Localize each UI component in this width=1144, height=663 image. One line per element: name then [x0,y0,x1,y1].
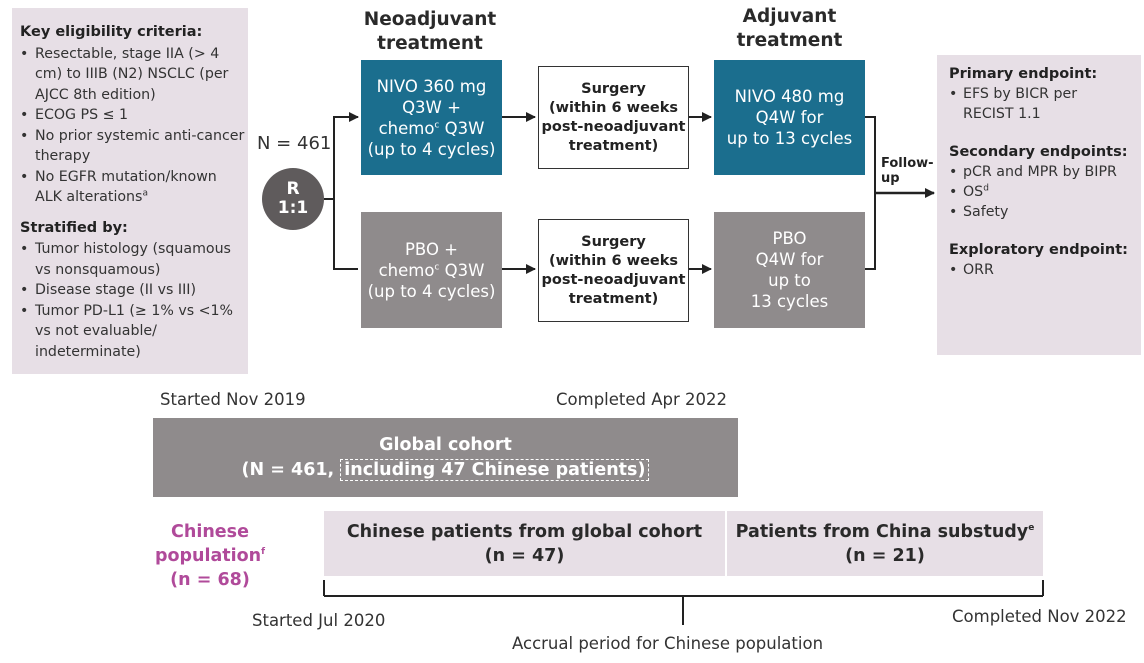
china-substudy-bar: Patients from China substudye (n = 21) [727,511,1043,576]
secondary-endpoint-list: pCR and MPR by BIPR OSd Safety [937,162,1141,222]
global-cohort-title: Global cohort [379,434,512,455]
global-cohort-including: including 47 Chinese patients) [340,458,650,481]
followup-label: Follow- up [881,156,934,186]
nivo-neoadjuvant-box: NIVO 360 mg Q3W + chemoc Q3W (up to 4 cy… [361,60,502,175]
eligibility-item: No prior systemic anti-cancer therapy [20,126,248,167]
endpoint-item: ORR [949,260,1141,280]
eligibility-item: No EGFR mutation/known ALK alterationsa [20,167,248,208]
pbo-neoadjuvant-box: PBO + chemoc Q3W (up to 4 cycles) [361,212,502,328]
surgery-box-nivo: Surgery (within 6 weeks post-neoadjuvant… [538,66,689,169]
endpoint-item: OSd [949,182,1141,202]
neoadjuvant-header: Neoadjuvant treatment [363,9,497,54]
eligibility-item: Resectable, stage IIA (> 4 cm) to IIIB (… [20,44,248,106]
surgery-box-pbo: Surgery (within 6 weeks post-neoadjuvant… [538,219,689,322]
stratified-item: Disease stage (II vs III) [20,280,248,301]
endpoint-item: pCR and MPR by BIPR [949,162,1141,182]
accrual-period-label: Accrual period for Chinese population [512,634,824,653]
global-start-label: Started Nov 2019 [160,390,306,409]
chinese-global-cohort-bar: Chinese patients from global cohort (n =… [324,511,725,576]
stratified-item: Tumor histology (squamous vs nonsquamous… [20,239,248,280]
randomization-ratio: 1:1 [277,198,309,218]
china-start-label: Started Jul 2020 [252,611,386,630]
global-cohort-n: (N = 461, [241,459,335,480]
global-cohort-bar: Global cohort (N = 461, including 47 Chi… [153,418,738,497]
exploratory-endpoint-heading: Exploratory endpoint: [949,242,1128,258]
china-end-label: Completed Nov 2022 [952,607,1127,626]
nivo-adjuvant-box: NIVO 480 mg Q4W for up to 13 cycles [714,60,865,175]
eligibility-list: Resectable, stage IIA (> 4 cm) to IIIB (… [12,44,248,208]
stratified-list: Tumor histology (squamous vs nonsquamous… [12,239,248,362]
endpoint-item: EFS by BICR per RECIST 1.1 [949,84,1113,124]
randomization-r: R [286,179,300,199]
chinese-population-label: Chinese populationf (n = 68) [154,522,266,590]
pbo-adjuvant-box: PBO Q4W for up to 13 cycles [714,212,865,328]
randomization-circle: R 1:1 [262,168,324,230]
eligibility-item: ECOG PS ≤ 1 [20,105,248,126]
endpoint-item: Safety [949,202,1141,222]
eligibility-heading: Key eligibility criteria: [20,24,203,40]
stratified-item: Tumor PD-L1 (≥ 1% vs <1% vs not evaluabl… [20,301,248,363]
exploratory-endpoint-list: ORR [937,260,1141,280]
stratified-heading: Stratified by: [20,219,128,236]
secondary-endpoint-heading: Secondary endpoints: [949,144,1128,160]
endpoints-panel: Primary endpoint: EFS by BICR per RECIST… [937,55,1141,355]
primary-endpoint-list: EFS by BICR per RECIST 1.1 [937,84,1141,124]
eligibility-panel: Key eligibility criteria: Resectable, st… [12,8,248,374]
global-end-label: Completed Apr 2022 [556,390,728,409]
primary-endpoint-heading: Primary endpoint: [949,66,1098,82]
n-label: N = 461 [257,133,332,154]
adjuvant-header: Adjuvant treatment [736,6,843,51]
